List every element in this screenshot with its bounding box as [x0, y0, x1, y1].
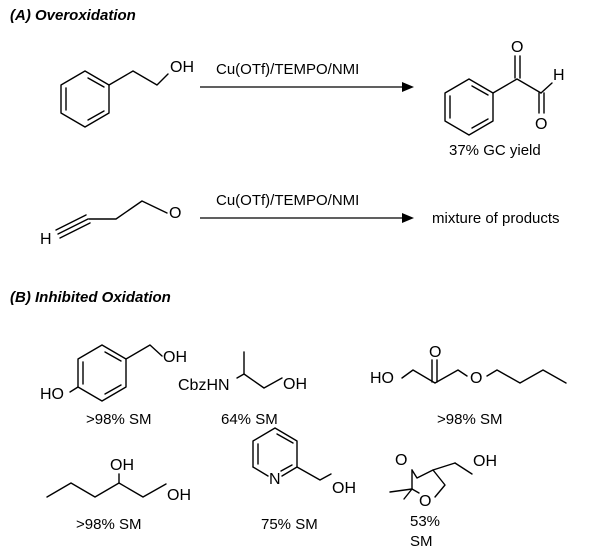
- atom-oh: OH: [167, 487, 191, 504]
- pentynal-structure: H O: [40, 200, 181, 248]
- hexanediol-structure: OH OH: [46, 457, 191, 504]
- atom-n: N: [269, 471, 281, 488]
- atom-o: O: [470, 370, 482, 387]
- hydroxybenzyl-alcohol-structure: OH HO: [40, 344, 187, 403]
- atom-oh: OH: [163, 349, 187, 366]
- atom-h: H: [553, 67, 565, 84]
- atom-oh: OH: [110, 457, 134, 474]
- atom-oh: OH: [170, 59, 194, 76]
- butyl-glycolate-structure: HO O O: [370, 344, 567, 387]
- atom-o: O: [395, 452, 407, 469]
- atom-cbzhn: CbzHN: [178, 377, 230, 394]
- atom-o: O: [535, 116, 547, 133]
- substrate-6-result-line2: SM: [410, 533, 433, 550]
- atom-h: H: [40, 231, 52, 248]
- substrate-2-result: 64% SM: [221, 411, 278, 428]
- atom-o: O: [169, 205, 181, 222]
- reaction-1-yield: 37% GC yield: [449, 142, 541, 159]
- atom-o: O: [419, 493, 431, 510]
- atom-oh: OH: [473, 453, 497, 470]
- atom-oh: OH: [283, 376, 307, 393]
- atom-oh: OH: [332, 480, 356, 497]
- phenylethanol-structure: OH: [60, 59, 194, 128]
- substrate-5-result: 75% SM: [261, 516, 318, 533]
- section-a-title: (A) Overoxidation: [10, 7, 136, 24]
- atom-o: O: [511, 39, 523, 56]
- reaction-2-outcome: mixture of products: [432, 210, 560, 227]
- cbz-aminopropanol-structure: CbzHN OH: [178, 351, 307, 394]
- substrate-1-result: >98% SM: [86, 411, 151, 428]
- substrate-4-result: >98% SM: [76, 516, 141, 533]
- atom-ho: HO: [40, 386, 64, 403]
- section-b-title: (B) Inhibited Oxidation: [10, 289, 171, 306]
- atom-o: O: [429, 344, 441, 361]
- reaction-1-arrow: [200, 82, 414, 92]
- reaction-2-arrow: [200, 213, 414, 223]
- solketal-structure: O O OH: [389, 452, 497, 510]
- phenylglyoxal-structure: O H O: [444, 39, 565, 136]
- atom-ho: HO: [370, 370, 394, 387]
- substrate-6-result-line1: 53%: [410, 513, 440, 530]
- pyridinemethanol-structure: N OH: [252, 427, 356, 497]
- substrate-3-result: >98% SM: [437, 411, 502, 428]
- reaction-1-reagents: Cu(OTf)/TEMPO/NMI: [216, 61, 359, 78]
- reaction-2-reagents: Cu(OTf)/TEMPO/NMI: [216, 192, 359, 209]
